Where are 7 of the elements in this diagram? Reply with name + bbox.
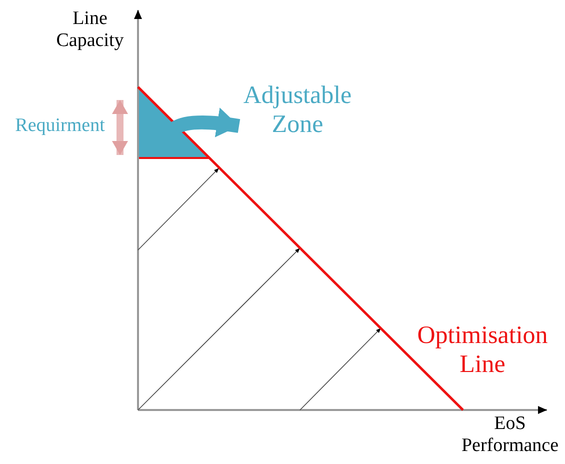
zone-label: Adjustable Zone [235,82,360,140]
axis-title: Line Capacity [55,8,125,52]
axis-title: EoS Performance [460,413,560,457]
adjustable-zone-triangle [139,87,210,159]
block-arrow [172,108,240,138]
requirement-label: Requirment [14,115,106,137]
line-label: Optimisation Line [416,322,549,380]
